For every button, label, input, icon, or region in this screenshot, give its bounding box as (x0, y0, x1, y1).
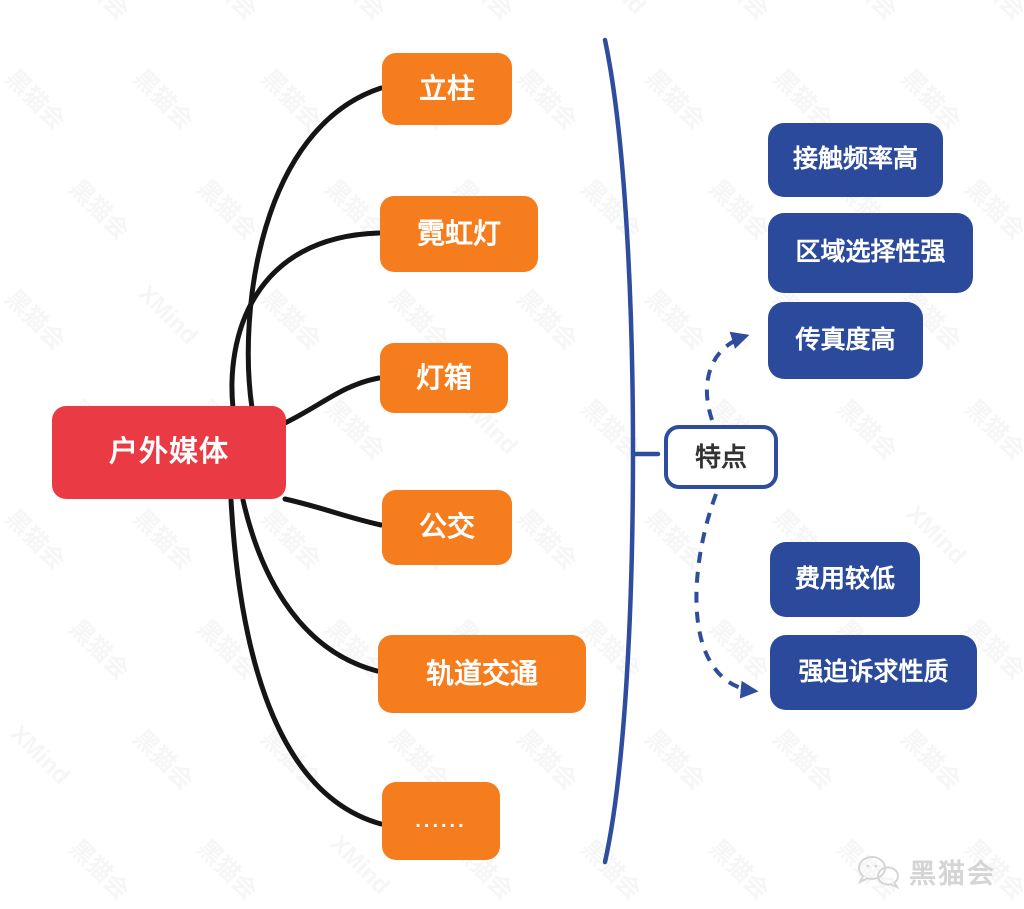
wechat-icon (857, 855, 900, 889)
connector-root-branch-4 (282, 496, 384, 528)
branch-topic-ellipsis[interactable]: ...... (382, 782, 500, 860)
branch-topic-label: 立柱 (418, 72, 475, 104)
branch-topic-label: 轨道交通 (425, 657, 538, 689)
feature-hub-topic[interactable]: 特点 (664, 425, 778, 489)
branch-topic-pillar[interactable]: 立柱 (382, 53, 512, 125)
feature-hub-label: 特点 (694, 441, 747, 472)
feature-topic-label: 传真度高 (795, 325, 896, 354)
connector-root-branch-2 (229, 230, 382, 411)
feature-topic-contact-frequency[interactable]: 接触频率高 (768, 123, 943, 197)
branch-topic-light-box[interactable]: 灯箱 (380, 343, 508, 413)
feature-topic-label: 接触频率高 (792, 145, 918, 174)
dashed-arrow-down (694, 493, 759, 699)
branch-topic-bus[interactable]: 公交 (382, 490, 512, 565)
feature-topic-forced-appeal[interactable]: 强迫诉求性质 (770, 635, 977, 710)
branch-topic-label: 霓虹灯 (416, 217, 501, 249)
branch-topic-neon-light[interactable]: 霓虹灯 (380, 196, 538, 272)
connector-root-branch-3 (282, 375, 382, 426)
footer-brand-label: 黑猫会 (909, 859, 996, 889)
footer-brand: 黑猫会 (855, 852, 996, 891)
connector-root-branch-6 (228, 497, 384, 827)
branch-topic-label: ...... (415, 810, 467, 832)
feature-topic-regional-selectivity[interactable]: 区域选择性强 (768, 213, 973, 293)
branch-topic-label: 公交 (418, 511, 475, 543)
root-topic-label: 户外媒体 (108, 435, 229, 468)
connector-root-branch-1 (245, 85, 384, 411)
feature-topic-low-cost[interactable]: 费用较低 (770, 542, 920, 617)
feature-topic-fidelity[interactable]: 传真度高 (768, 302, 923, 379)
root-topic-outdoor-media[interactable]: 户外媒体 (52, 406, 286, 499)
feature-topic-label: 区域选择性强 (795, 238, 946, 267)
group-brace (602, 37, 636, 865)
dashed-arrow-up (704, 331, 750, 421)
feature-topic-label: 强迫诉求性质 (798, 657, 949, 686)
feature-topic-label: 费用较低 (794, 564, 895, 593)
branch-topic-rail-transit[interactable]: 轨道交通 (378, 635, 586, 713)
branch-topic-label: 灯箱 (415, 361, 472, 393)
connector-root-branch-5 (240, 497, 380, 674)
